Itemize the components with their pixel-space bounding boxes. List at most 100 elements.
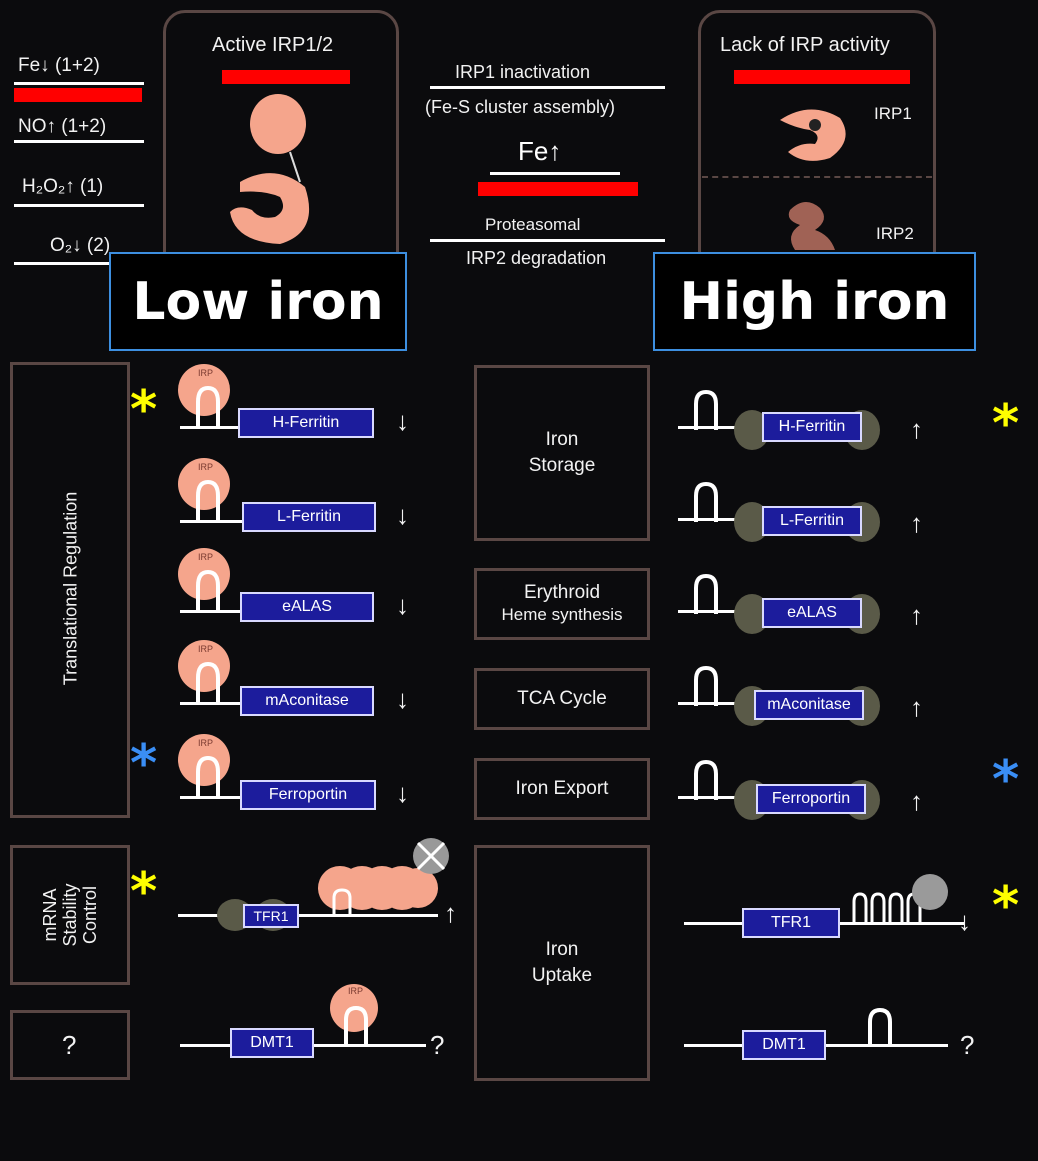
stem-loops-icon (852, 874, 948, 922)
tca-box (474, 668, 650, 730)
irp-tag: IRP (198, 368, 213, 378)
tfr1-low-mrna (178, 914, 438, 917)
erythroid-line-1: Erythroid (523, 582, 601, 603)
irp-multi-bound-icon (318, 866, 438, 914)
irp-bound-loop-icon: IRP (330, 984, 378, 1044)
gene-dmt1-low: DMT1 (230, 1028, 314, 1058)
lack-irp-title: Lack of IRP activity (720, 34, 890, 56)
signal-arrow-fe (14, 82, 144, 85)
gene-h-ferritin-low: H-Ferritin (238, 408, 374, 438)
svg-text:IRP: IRP (198, 738, 213, 748)
low-arrow-l-ferritin: ↓ (396, 500, 409, 530)
erythroid-line-2: Heme synthesis (501, 605, 623, 624)
low-iron-banner: Low iron (109, 252, 407, 351)
mrna-line (678, 426, 738, 429)
high-mark-dmt1: ? (960, 1030, 975, 1060)
low-arrow-ealas: ↓ (396, 590, 409, 620)
signal-no: NO↑ (1+2) (18, 116, 107, 137)
irp1-label: IRP1 (874, 104, 912, 123)
high-iron-banner: High iron (653, 252, 976, 351)
high-arrow-ealas: ↑ (910, 600, 923, 630)
mrna-line (678, 610, 738, 613)
svg-text:IRP: IRP (198, 462, 213, 472)
high-arrow-tfr1: ↓ (958, 906, 971, 936)
yellow-star-high-h-ferritin: * (992, 394, 1020, 454)
iron-uptake-box (474, 845, 650, 1081)
gene-dmt1-high: DMT1 (742, 1030, 826, 1060)
stem-loop-icon (694, 573, 718, 614)
mrna-stability-label: mRNA Stability Control (40, 865, 100, 965)
gene-h-ferritin-high: H-Ferritin (762, 412, 862, 442)
irp2-label: IRP2 (876, 224, 914, 243)
high-arrow-ferroportin: ↑ (910, 786, 923, 816)
mrna-line (180, 426, 242, 429)
storage-line-2: Storage (528, 455, 596, 476)
storage-line-1: Iron (545, 429, 579, 450)
blue-star-high-ferroportin: * (992, 750, 1020, 810)
stem-loop-icon (694, 665, 718, 706)
low-arrow-maconitase: ↓ (396, 684, 409, 714)
high-arrow-l-ferritin: ↑ (910, 508, 923, 538)
irp-bound-loop-icon: IRP (178, 458, 230, 522)
iron-uptake-label: Iron Uptake (474, 845, 650, 1081)
svg-text:IRP: IRP (198, 552, 213, 562)
iron-export-label: Iron Export (515, 778, 609, 799)
signal-h2o2: H₂O₂↑ (1) (22, 176, 104, 197)
gene-ealas-low: eALAS (240, 592, 374, 622)
erythroid-label: Erythroid Heme synthesis (474, 568, 650, 640)
irp1-inactivation-arrow (430, 86, 665, 89)
low-arrow-h-ferritin: ↓ (396, 406, 409, 436)
translational-regulation-label: Translational Regulation (60, 491, 81, 686)
fe-increase-label: Fe↑ (518, 136, 562, 166)
fe-s-cluster-label: (Fe-S cluster assembly) (425, 97, 616, 117)
irp1-inactivation-label: IRP1 inactivation (455, 62, 591, 82)
uptake-line-1: Iron (545, 939, 579, 960)
gene-l-ferritin-low: L-Ferritin (242, 502, 376, 532)
irp-bound-loop-icon: IRP (178, 640, 230, 704)
gene-maconitase-low: mAconitase (240, 686, 374, 716)
blocked-nuclease-icon (413, 838, 449, 874)
high-arrow-maconitase: ↑ (910, 692, 923, 722)
iron-storage-box (474, 365, 650, 541)
irp-bound-loop-icon: IRP (178, 364, 230, 428)
gene-ealas-high: eALAS (762, 598, 862, 628)
stem-loop-icon (694, 759, 718, 800)
stem-loop-icon (868, 1007, 892, 1046)
yellow-star-low-h-ferritin: * (130, 380, 158, 440)
signal-arrow-no (14, 140, 144, 143)
proteasomal-label: Proteasomal (485, 215, 581, 234)
stability-word-1: mRNA (40, 888, 60, 942)
stem-loop-icon (694, 481, 718, 522)
signal-arrow-h2o2 (14, 204, 144, 207)
frame-divider (702, 176, 932, 178)
gene-maconitase-high: mAconitase (754, 690, 864, 720)
mrna-stability-box (10, 845, 130, 985)
iron-storage-label: Iron Storage (474, 365, 650, 541)
translational-regulation-box (10, 362, 130, 818)
mrna-line (678, 796, 738, 799)
iron-export-box (474, 758, 650, 820)
low-arrow-tfr1: ↑ (444, 898, 457, 928)
signal-o2: O₂↓ (2) (50, 235, 111, 256)
high-arrow-h-ferritin: ↑ (910, 414, 923, 444)
mrna-line (180, 796, 242, 799)
red-underline-fe-up (478, 182, 638, 196)
mrna-line (180, 610, 242, 613)
irp-bound-loop-icon: IRP (178, 548, 230, 612)
signal-arrow-o2 (14, 262, 144, 265)
signal-fe: Fe↓ (1+2) (18, 55, 100, 76)
gene-ferroportin-high: Ferroportin (756, 784, 866, 814)
blue-star-low-ferroportin: * (130, 734, 158, 794)
uptake-line-2: Uptake (531, 965, 593, 986)
low-mark-dmt1: ? (430, 1030, 445, 1060)
red-underline-active (222, 70, 350, 84)
low-arrow-ferroportin: ↓ (396, 778, 409, 808)
red-underline-lack (734, 70, 910, 84)
fe-increase-arrow (490, 172, 620, 175)
irp2-degraded-icon (788, 201, 835, 250)
unknown-box (10, 1010, 130, 1080)
gene-tfr1-low: TFR1 (243, 904, 299, 928)
gene-ferroportin-low: Ferroportin (240, 780, 376, 810)
irp-bound-loop-icon: IRP (178, 734, 230, 798)
stem-loop-icon (694, 389, 718, 430)
